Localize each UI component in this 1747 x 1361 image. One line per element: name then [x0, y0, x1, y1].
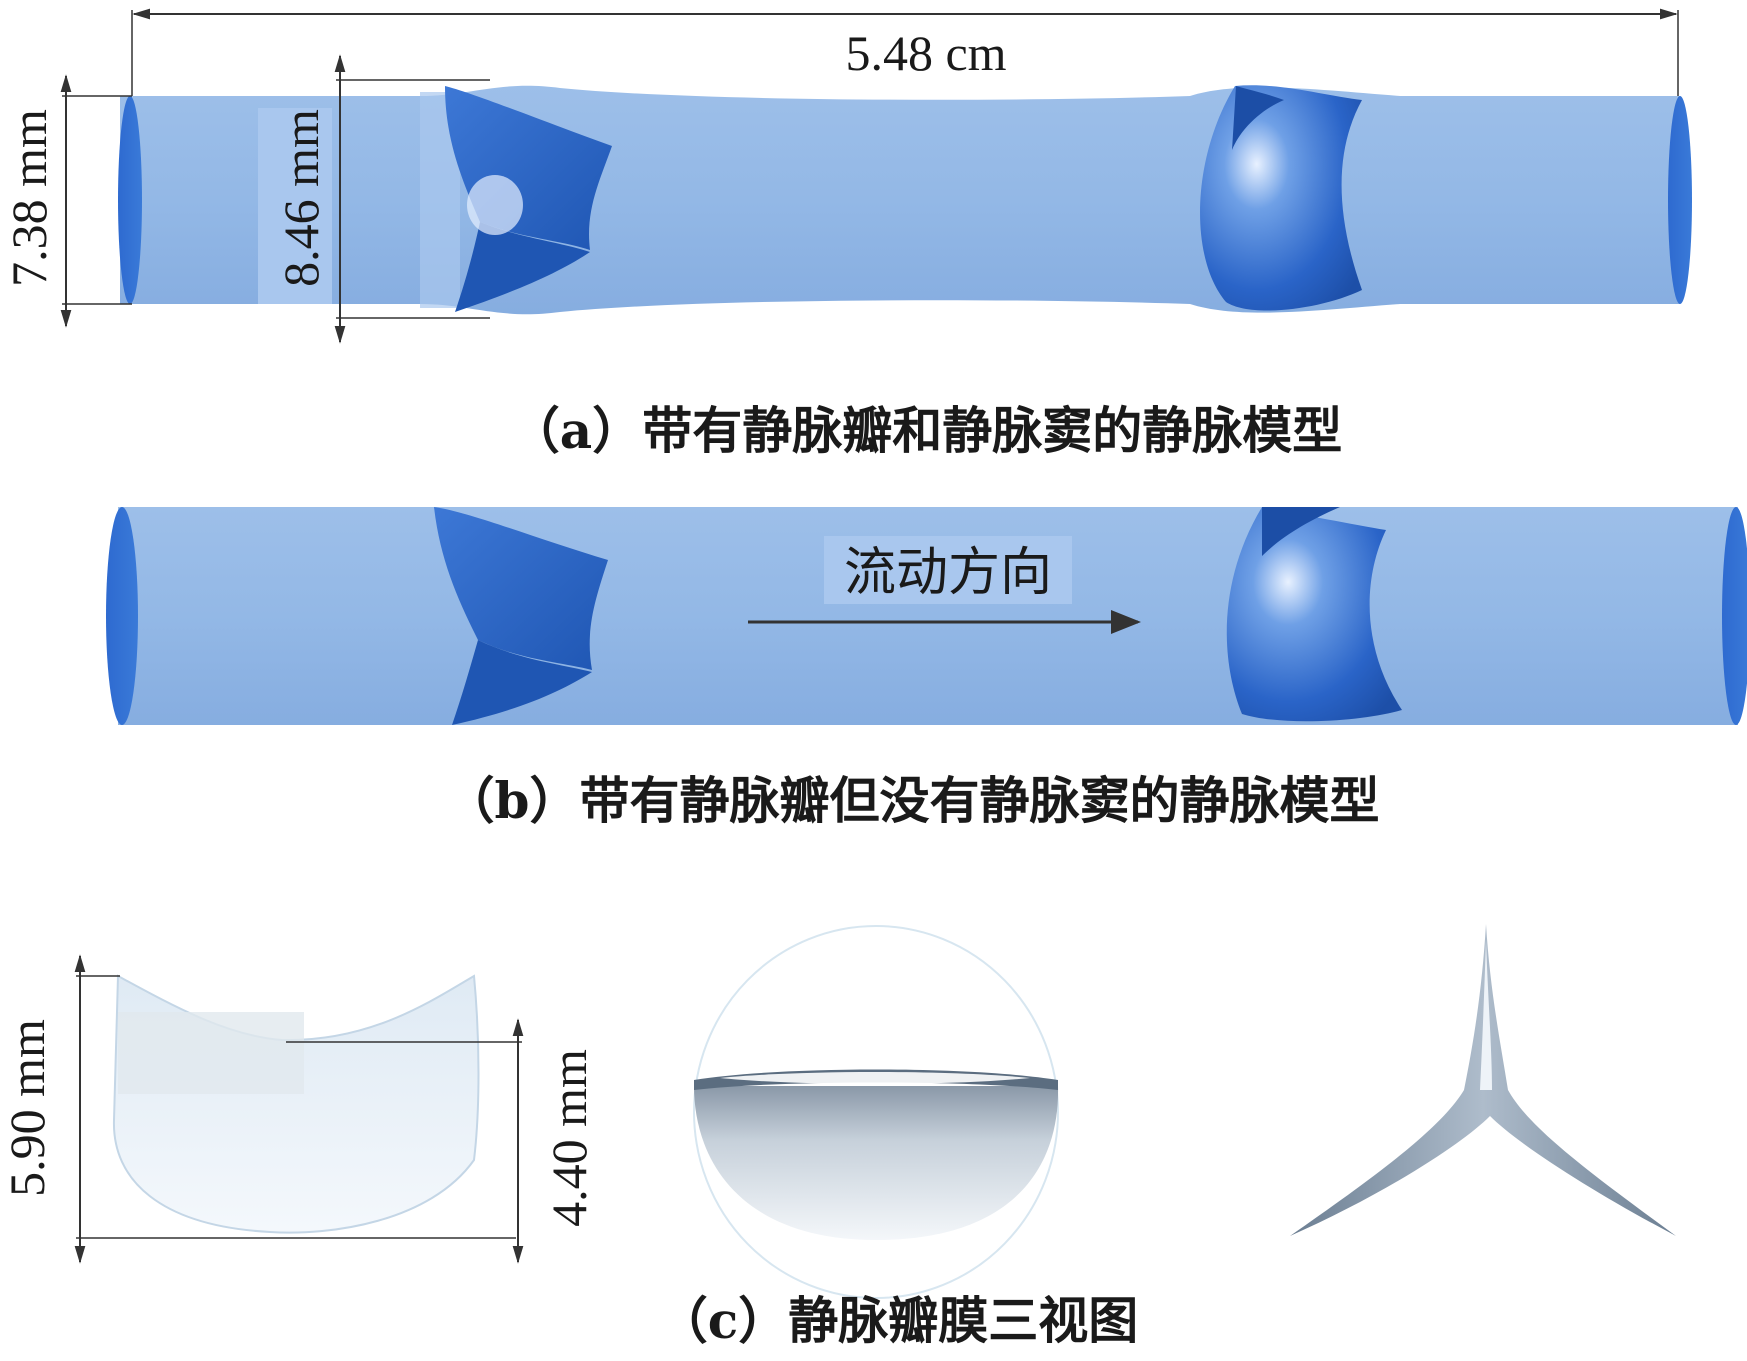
valve-a-right — [1200, 85, 1362, 311]
vessel-b-left-end — [106, 507, 138, 725]
valve-a-left-highlight — [467, 175, 523, 235]
caption-b: （b）带有静脉瓣但没有静脉窦的静脉模型 — [445, 771, 1380, 830]
dim-a-sinus-label: 8.46 mm — [273, 109, 329, 287]
membrane-top-view-disc — [694, 1086, 1059, 1240]
valve-b-right — [1226, 507, 1402, 722]
valve-a-right-shadow — [1232, 86, 1284, 150]
panel-c: 5.90 mm 4.40 mm （c）静脉瓣膜三视图 — [0, 924, 1676, 1350]
caption-a: （a）带有静脉瓣和静脉窦的静脉模型 — [510, 401, 1342, 460]
vessel-a-right-end — [1668, 96, 1692, 304]
dim-a-diameter-label: 7.38 mm — [1, 109, 57, 287]
flow-direction-label: 流动方向 — [844, 543, 1052, 603]
valve-b-right-top — [1262, 507, 1340, 556]
valve-b-left-lower — [452, 640, 592, 725]
caption-c: （c）静脉瓣膜三视图 — [658, 1291, 1138, 1350]
dim-a-length-label: 5.48 cm — [845, 25, 1006, 81]
membrane-side-view-inner — [1480, 940, 1492, 1090]
panel-b: 流动方向 （b）带有静脉瓣但没有静脉窦的静脉模型 — [106, 507, 1747, 830]
valve-b-left-upper — [434, 507, 608, 670]
panel-a: 5.48 cm 7.38 mm 8.46 mm （a）带有静脉瓣和静脉窦的静脉模… — [1, 8, 1692, 460]
membrane-front-shade — [118, 1012, 304, 1094]
vessel-b-right-end — [1722, 507, 1747, 725]
membrane-top-view-highlight — [720, 1072, 1030, 1084]
vessel-a-left-end — [118, 96, 142, 304]
valve-a-left-lower — [455, 222, 590, 312]
dim-c-height-label: 5.90 mm — [0, 1019, 55, 1197]
flow-label-bg — [824, 536, 1072, 604]
vessel-a-body — [120, 85, 1680, 315]
dim-a-sinus-label-bg — [258, 108, 332, 304]
dim-c-depth-label: 4.40 mm — [541, 1049, 597, 1227]
